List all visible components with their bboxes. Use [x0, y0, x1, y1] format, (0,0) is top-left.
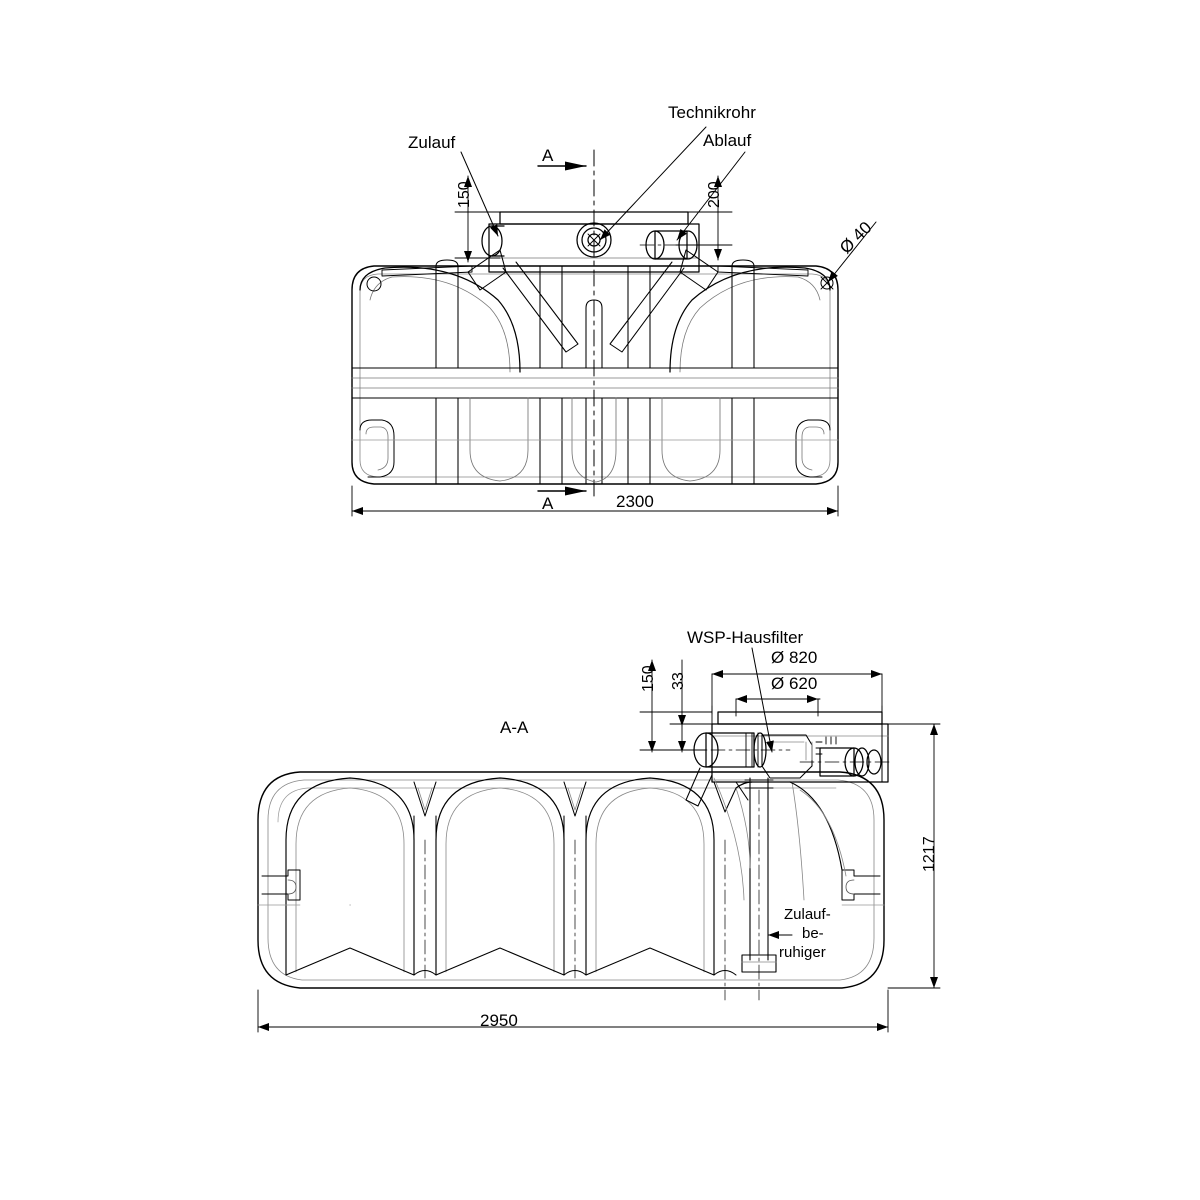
- leader-zulauf: [460, 151, 499, 237]
- leader-dia40: [827, 221, 877, 283]
- dim-200-top-view: [675, 175, 733, 261]
- dim-label-dia-620: Ø 620: [771, 674, 818, 693]
- dim-150-section: [639, 659, 713, 753]
- label-ablauf: Ablauf: [703, 131, 752, 150]
- section-left-corner-detail: [257, 869, 301, 906]
- plan-vertical-ribs: [435, 259, 755, 485]
- label-wsp-hausfilter: WSP-Hausfilter: [687, 628, 804, 647]
- leader-wsp-hausfilter: [751, 647, 774, 753]
- label-zulauf: Zulauf: [408, 133, 456, 152]
- leader-ablauf: [676, 151, 746, 241]
- left-dome-plan: [359, 265, 521, 373]
- plan-ribs: [351, 367, 839, 399]
- dim-label-200-top: 200: [706, 181, 723, 208]
- section-top-ribs: [413, 781, 737, 841]
- leader-lines-section-view: [751, 647, 793, 939]
- section-outlet-pipe: [799, 747, 891, 777]
- dim-150-top-view: [454, 175, 513, 263]
- label-zulaufberuhiger-line3: ruhiger: [779, 944, 826, 961]
- section-arrow-label-a-top: A: [542, 146, 554, 165]
- section-arrow-label-a-bottom: A: [542, 494, 554, 513]
- section-chamber-centrelines: [349, 839, 726, 1001]
- section-bottom-ribs: [285, 947, 737, 976]
- top-view-geometry: [351, 126, 877, 517]
- dim-label-dia-820: Ø 820: [771, 648, 818, 667]
- label-technikrohr: Technikrohr: [668, 103, 756, 122]
- section-filter-cartridge: [761, 734, 837, 779]
- plan-lower-chambers: [469, 397, 721, 483]
- tank-outline-plan: [351, 265, 839, 485]
- section-title-a-a: A-A: [500, 718, 529, 737]
- section-dome-bells: [285, 777, 715, 976]
- tank-outline-section: [257, 771, 885, 989]
- label-zulaufberuhiger-line2: be-: [802, 925, 824, 942]
- section-housing-struts: [685, 767, 805, 901]
- dim-label-33: 33: [670, 672, 687, 690]
- dim-2300: [351, 485, 839, 517]
- dim-2950: [257, 989, 889, 1033]
- leader-technikrohr: [599, 126, 707, 241]
- section-right-corner-detail: [841, 869, 885, 906]
- dim-label-150-top: 150: [456, 181, 473, 208]
- dim-1217: [887, 723, 941, 989]
- zulaufberuhiger-pipe: [741, 777, 777, 1001]
- label-zulaufberuhiger-line1: Zulauf-: [784, 906, 831, 923]
- section-view-geometry: [257, 647, 941, 1033]
- plan-struts: [467, 249, 719, 353]
- leader-lines-top-view: [460, 126, 877, 283]
- dim-820: [711, 670, 883, 727]
- dim-label-2300: 2300: [616, 492, 654, 511]
- plan-corner-details: [351, 419, 839, 478]
- dim-33-section: [669, 659, 713, 753]
- dim-label-150-section: 150: [640, 665, 657, 692]
- right-dome-plan: [669, 265, 834, 373]
- section-right-shoulder: [735, 781, 847, 877]
- dim-620: [735, 695, 821, 717]
- dim-label-2950: 2950: [480, 1011, 518, 1030]
- dim-label-1217: 1217: [921, 836, 938, 872]
